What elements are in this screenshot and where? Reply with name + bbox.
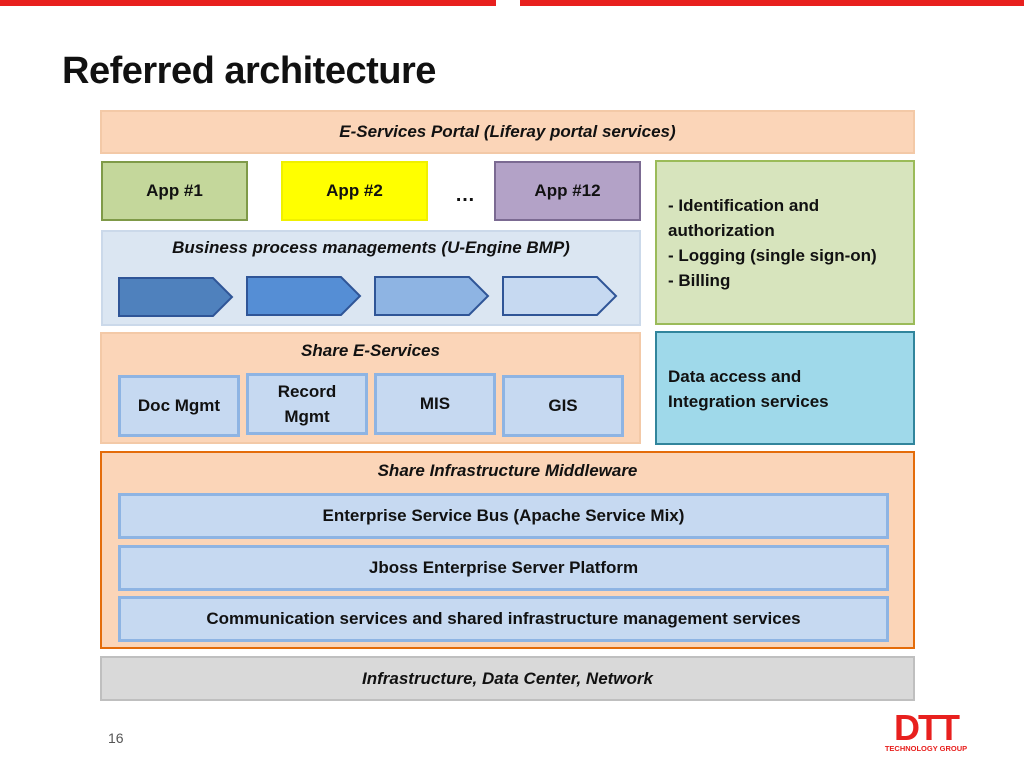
jboss-layer: Jboss Enterprise Server Platform [118,545,889,591]
data-access-line-2: Integration services [668,392,829,411]
infrastructure-label: Infrastructure, Data Center, Network [362,668,653,688]
top-accent-bar [0,0,1024,6]
mis-label: MIS [419,394,451,413]
mis-box: MIS [374,373,496,435]
process-arrow-2 [246,276,362,316]
gis-box: GIS [502,375,624,437]
security-line-1: - Identification and [668,196,820,215]
record-mgmt-label: Record Mgmt [277,382,337,426]
app-2-label: App #2 [326,181,383,200]
record-mgmt-box: Record Mgmt [246,373,368,435]
esb-layer: Enterprise Service Bus (Apache Service M… [118,493,889,539]
process-arrow-4 [502,276,618,316]
dtt-logo: DTT TECHNOLOGY GROUP [876,707,976,754]
communication-layer: Communication services and shared infras… [118,596,889,642]
app-2-box: App #2 [281,161,428,221]
data-access-text: Data access and Integration services [668,364,908,414]
svg-text:DTT: DTT [894,708,960,748]
app-12-box: App #12 [494,161,641,221]
security-line-4: - Billing [668,271,731,290]
infrastructure-layer: Infrastructure, Data Center, Network [100,656,915,701]
esb-label: Enterprise Service Bus (Apache Service M… [322,506,685,525]
data-access-line-1: Data access and [668,367,802,386]
security-line-2: authorization [668,221,775,240]
middleware-label: Share Infrastructure Middleware [377,461,638,480]
ellipsis-label: … [455,183,475,206]
communication-label: Communication services and shared infras… [206,609,801,628]
jboss-label: Jboss Enterprise Server Platform [368,558,639,577]
process-arrow-1 [118,277,234,317]
share-eservices-label: Share E-Services [301,341,440,360]
page-number: 16 [108,730,124,746]
page-title: Referred architecture [62,50,436,92]
doc-mgmt-box: Doc Mgmt [118,375,240,437]
doc-mgmt-label: Doc Mgmt [137,396,221,415]
portal-layer: E-Services Portal (Liferay portal servic… [100,110,915,154]
process-arrow-3 [374,276,490,316]
gis-label: GIS [548,396,578,415]
app-1-label: App #1 [146,181,203,200]
dtt-logo-graphic: DTT TECHNOLOGY GROUP [885,707,967,753]
security-services-box [655,160,915,325]
apps-ellipsis: … [440,180,490,210]
app-12-label: App #12 [534,181,601,200]
portal-label: E-Services Portal (Liferay portal servic… [339,122,676,141]
security-line-3: - Logging (single sign-on) [668,246,877,265]
bpm-label: Business process managements (U-Engine B… [172,238,570,257]
security-services-text: - Identification and authorization - Log… [668,193,908,293]
app-1-box: App #1 [101,161,248,221]
data-access-box [655,331,915,445]
svg-text:TECHNOLOGY GROUP: TECHNOLOGY GROUP [885,744,967,753]
top-bar-notch [496,0,520,6]
bpm-process-arrows [118,276,618,317]
